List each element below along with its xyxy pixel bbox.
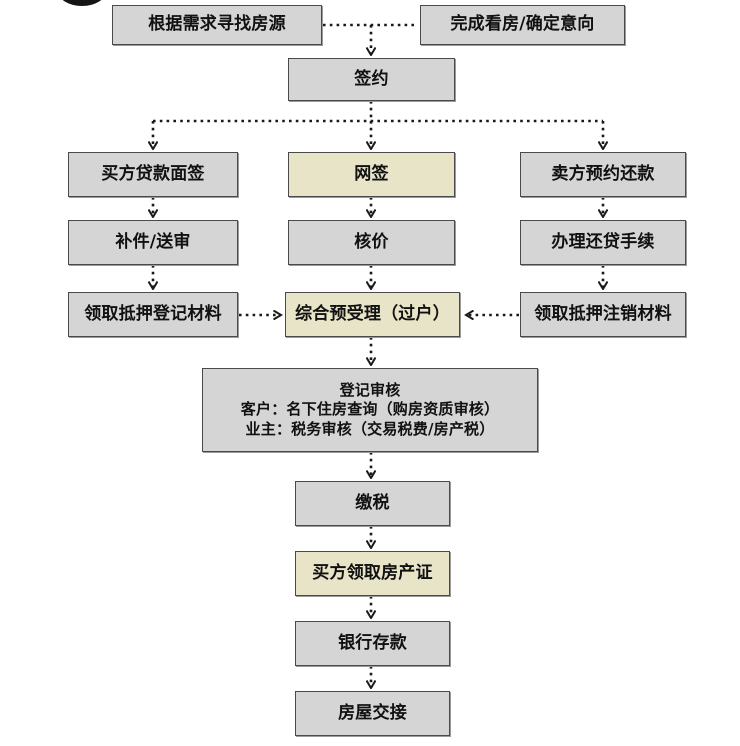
node-label-get_cert: 买方领取房产证 [312, 562, 433, 583]
node-pre_accept[interactable]: 综合预受理（过户） [285, 292, 460, 337]
node-label-online_sign: 网签 [354, 163, 389, 184]
node-find_house[interactable]: 根据需求寻找房源 [112, 5, 322, 45]
node-label-pay_tax: 缴税 [355, 492, 390, 513]
node-label-price_check: 核价 [354, 231, 389, 252]
node-registration[interactable]: 登记审核客户：名下住房查询（购房资质审核）业主：税务审核（交易税费/房产税） [202, 368, 538, 452]
node-price_check[interactable]: 核价 [288, 220, 455, 265]
node-label-get_mortgage: 领取抵押登记材料 [84, 303, 222, 324]
node-handover[interactable]: 房屋交接 [295, 691, 450, 736]
node-online_sign[interactable]: 网签 [288, 152, 455, 197]
node-label-handover: 房屋交接 [338, 702, 407, 723]
node-label-line: 登记审核 [339, 381, 401, 400]
node-label-pre_accept: 综合预受理（过户） [295, 303, 450, 324]
node-repay_process[interactable]: 办理还贷手续 [520, 220, 686, 265]
node-label-bank_deposit: 银行存款 [338, 632, 407, 653]
node-label-find_house: 根据需求寻找房源 [148, 14, 286, 35]
node-label-line: 客户：名下住房查询（购房资质审核） [240, 400, 500, 419]
partial-dark-ellipse-icon [58, 0, 106, 6]
node-bank_deposit[interactable]: 银行存款 [295, 621, 450, 666]
node-sign_contract[interactable]: 签约 [288, 58, 455, 101]
node-buyer_loan[interactable]: 买方贷款面签 [68, 152, 238, 197]
node-label-finish_viewing: 完成看房/确定意向 [450, 14, 595, 35]
node-supplement[interactable]: 补件/送审 [68, 220, 238, 265]
node-label-seller_repay: 卖方预约还款 [551, 163, 655, 184]
node-label-supplement: 补件/送审 [115, 231, 191, 252]
node-seller_repay[interactable]: 卖方预约还款 [520, 152, 686, 197]
node-get_mortgage[interactable]: 领取抵押登记材料 [68, 292, 238, 337]
node-get_cancel[interactable]: 领取抵押注销材料 [520, 292, 686, 337]
node-label-buyer_loan: 买方贷款面签 [101, 163, 205, 184]
node-get_cert[interactable]: 买方领取房产证 [295, 551, 450, 596]
node-finish_viewing[interactable]: 完成看房/确定意向 [420, 5, 625, 45]
node-label-sign_contract: 签约 [354, 68, 389, 89]
node-label-get_cancel: 领取抵押注销材料 [534, 303, 672, 324]
node-label-repay_process: 办理还贷手续 [551, 231, 655, 252]
node-label-line: 业主：税务审核（交易税费/房产税） [245, 419, 495, 438]
node-pay_tax[interactable]: 缴税 [295, 481, 450, 526]
node-label-registration: 登记审核客户：名下住房查询（购房资质审核）业主：税务审核（交易税费/房产税） [203, 381, 537, 439]
